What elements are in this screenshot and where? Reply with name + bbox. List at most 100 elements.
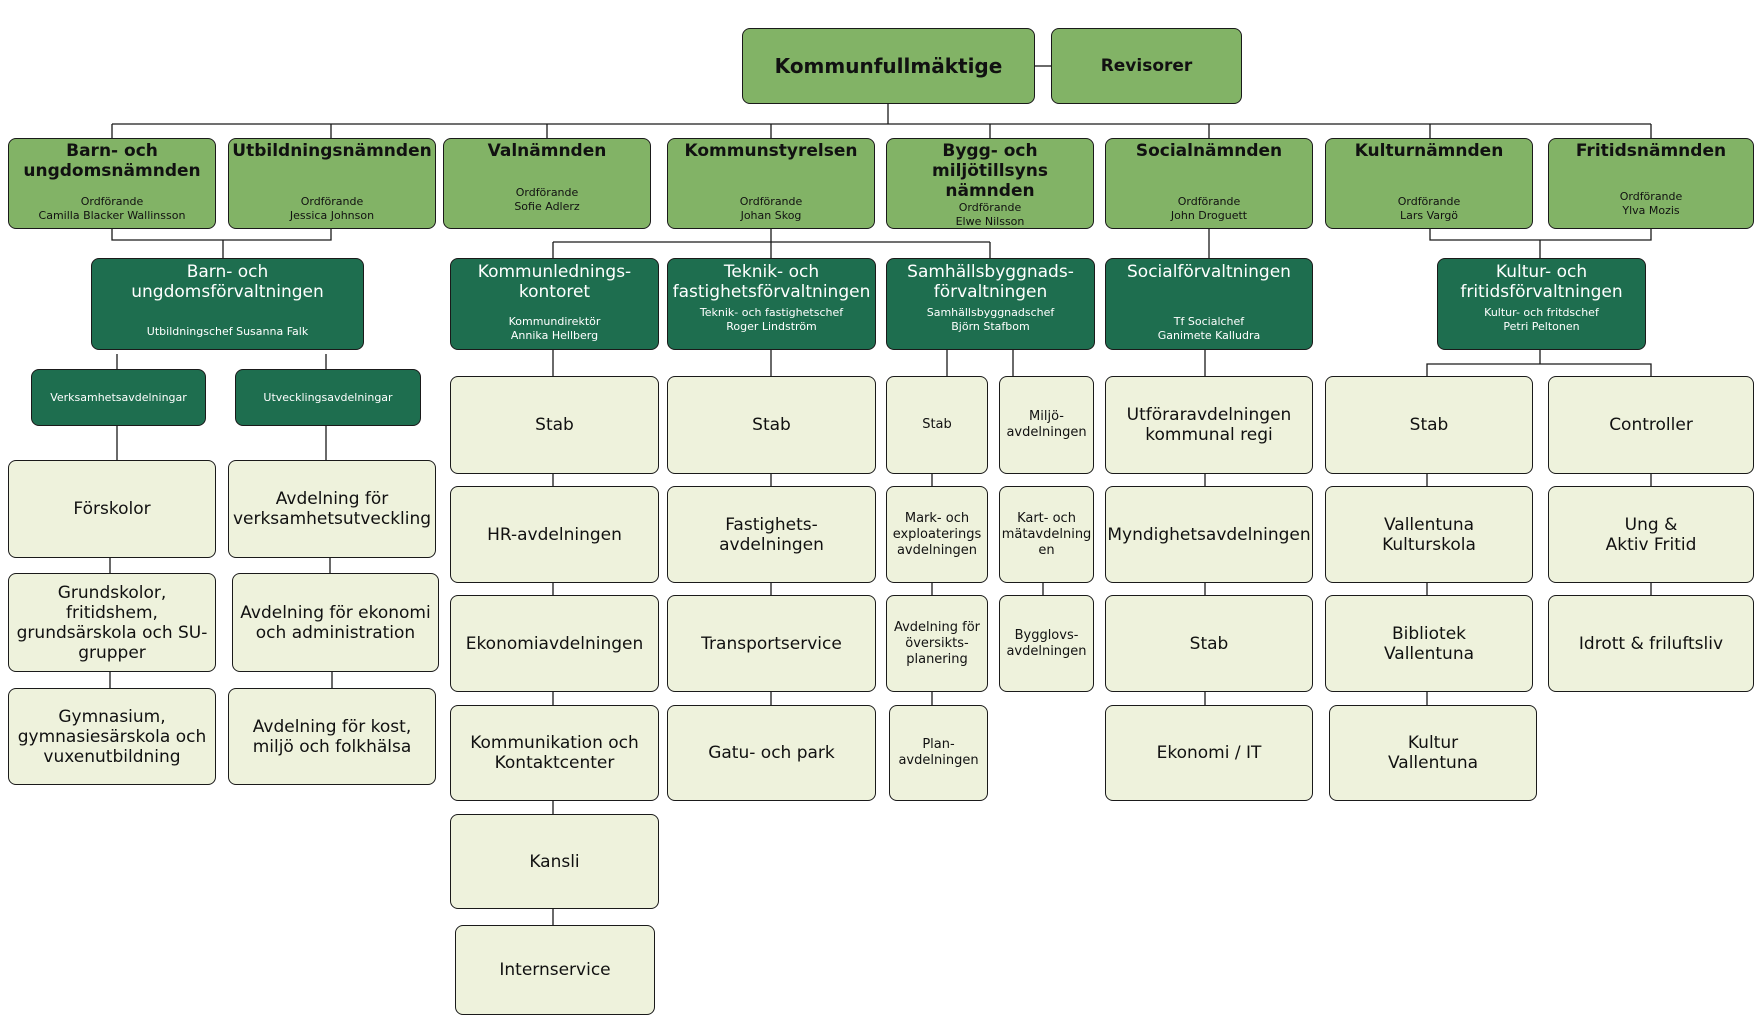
unit-label: Avdelning för kost, miljö och folkhälsa xyxy=(252,716,412,757)
unit-sof-2: Myndighetsavdelningen xyxy=(1105,486,1313,583)
admin-role: Teknik- och fastighetschef xyxy=(699,306,844,319)
admin-head: Ganimete Kalludra xyxy=(1157,329,1261,342)
board-chair: Lars Vargö xyxy=(1399,209,1459,222)
unit-label: Avdelning för översikts-planering xyxy=(893,619,981,667)
unit-utveckling-2: Avdelning för ekonomi och administration xyxy=(232,573,439,672)
admin-role: Samhällsbyggnadschef xyxy=(926,306,1055,319)
subgroup-title: Utvecklingsavdelningar xyxy=(263,390,393,404)
admin-head: Roger Lindström xyxy=(726,320,817,333)
admin-title: Kommunlednings-kontoret xyxy=(477,262,632,302)
unit-label: Kansli xyxy=(529,851,580,872)
unit-label: Kommunikation och Kontaktcenter xyxy=(470,733,639,773)
unit-label: Bibliotek Vallentuna xyxy=(1383,623,1475,664)
subgroup-title: Verksamhetsavdelningar xyxy=(50,390,187,404)
unit-label: Gymnasium, gymnasiesärskola och vuxenutb… xyxy=(17,706,207,767)
admin-head: Annika Hellberg xyxy=(510,329,599,342)
board-bygg: Bygg- och miljötillsyns nämnden Ordföran… xyxy=(886,138,1094,229)
admin-head: Petri Peltonen xyxy=(1503,320,1580,333)
unit-tf-3: Transportservice xyxy=(667,595,876,692)
board-role: Ordförande xyxy=(80,195,144,208)
unit-label: Utföraravdelningen kommunal regi xyxy=(1126,405,1292,445)
unit-label: Myndighetsavdelningen xyxy=(1107,524,1311,545)
admin-kff: Kultur- och fritidsförvaltningen Kultur-… xyxy=(1437,258,1646,350)
board-role: Ordförande xyxy=(300,195,364,208)
unit-tf-2: Fastighets-avdelningen xyxy=(667,486,876,583)
unit-label: Mark- och exploaterings avdelningen xyxy=(892,510,982,558)
board-role: Ordförande xyxy=(739,195,803,208)
unit-sof-4: Ekonomi / IT xyxy=(1105,705,1313,801)
unit-verksamhet-1: Förskolor xyxy=(8,460,216,558)
admin-head: Utbildningschef Susanna Falk xyxy=(146,325,309,338)
unit-label: HR-avdelningen xyxy=(487,524,622,545)
admin-head: Björn Stafbom xyxy=(951,320,1030,333)
unit-klk-4: Kommunikation och Kontaktcenter xyxy=(450,705,659,801)
admin-role: Tf Socialchef xyxy=(1173,315,1245,328)
unit-label: Stab xyxy=(752,415,791,435)
board-title: Socialnämnden xyxy=(1135,141,1283,161)
admin-role: Kommundirektör xyxy=(508,315,601,328)
board-role: Ordförande xyxy=(515,186,579,199)
unit-verksamhet-2: Grundskolor, fritidshem, grundsärskola o… xyxy=(8,573,216,672)
unit-label: Gatu- och park xyxy=(708,743,835,763)
board-chair: Johan Skog xyxy=(740,209,802,222)
unit-klk-2: HR-avdelningen xyxy=(450,486,659,583)
board-chair: Jessica Johnson xyxy=(289,209,375,222)
unit-kff-a-3: Bibliotek Vallentuna xyxy=(1325,595,1533,692)
unit-kff-b-1: Controller xyxy=(1548,376,1754,474)
board-title: Barn- och ungdomsnämnden xyxy=(23,141,201,181)
board-role: Ordförande xyxy=(1397,195,1461,208)
subgroup-utveckling: Utvecklingsavdelningar xyxy=(235,369,421,426)
unit-label: Avdelning för ekonomi och administration xyxy=(240,602,431,643)
unit-label: Controller xyxy=(1609,415,1693,435)
unit-sbf-a-2: Mark- och exploaterings avdelningen xyxy=(886,486,988,583)
unit-label: Grundskolor, fritidshem, grundsärskola o… xyxy=(16,582,208,663)
admin-title: Teknik- och fastighetsförvaltningen xyxy=(672,262,871,302)
council-title: Kommunfullmäktige xyxy=(774,54,1003,78)
unit-sbf-a-1: Stab xyxy=(886,376,988,474)
subgroup-verksamhet: Verksamhetsavdelningar xyxy=(31,369,206,426)
unit-label: Stab xyxy=(922,417,952,432)
unit-label: Plan-avdelningen xyxy=(898,737,979,768)
unit-label: Ekonomiavdelningen xyxy=(465,633,644,654)
unit-tf-1: Stab xyxy=(667,376,876,474)
board-title: Utbildningsnämnden xyxy=(232,141,432,161)
unit-label: Kultur Vallentuna xyxy=(1387,733,1479,773)
board-chair: Ylva Mozis xyxy=(1622,204,1680,217)
unit-label: Bygglovs-avdelningen xyxy=(1006,627,1087,659)
board-chair: Camilla Blacker Wallinsson xyxy=(38,209,186,222)
unit-kff-b-2: Ung & Aktiv Fritid xyxy=(1548,486,1754,583)
unit-label: Ekonomi / IT xyxy=(1156,743,1262,763)
unit-klk-3: Ekonomiavdelningen xyxy=(450,595,659,692)
unit-kff-a-2: Vallentuna Kulturskola xyxy=(1325,486,1533,583)
unit-label: Idrott & friluftsliv xyxy=(1578,633,1724,654)
admin-tf: Teknik- och fastighetsförvaltningen Tekn… xyxy=(667,258,876,350)
unit-sbf-a-4: Plan-avdelningen xyxy=(889,705,988,801)
unit-sbf-b-1: Miljö-avdelningen xyxy=(999,376,1094,474)
auditors-title: Revisorer xyxy=(1100,55,1193,76)
unit-klk-6: Internservice xyxy=(455,925,655,1015)
unit-klk-5: Kansli xyxy=(450,814,659,909)
unit-kff-b-3: Idrott & friluftsliv xyxy=(1548,595,1754,692)
unit-label: Avdelning för verksamhetsutveckling xyxy=(232,489,432,529)
admin-sbf: Samhällsbyggnads-förvaltningen Samhällsb… xyxy=(886,258,1095,350)
board-title: Kommunstyrelsen xyxy=(684,141,858,161)
council-box: Kommunfullmäktige xyxy=(742,28,1035,104)
auditors-box: Revisorer xyxy=(1051,28,1242,104)
admin-buf: Barn- och ungdomsförvaltningen Utbildnin… xyxy=(91,258,364,350)
unit-label: Stab xyxy=(1409,415,1449,435)
admin-title: Kultur- och fritidsförvaltningen xyxy=(1460,262,1623,302)
board-title: Fritidsnämnden xyxy=(1575,141,1727,161)
unit-sbf-b-2: Kart- och mätavdelning en xyxy=(999,486,1094,583)
unit-label: Transportservice xyxy=(701,633,842,654)
admin-role: Kultur- och fritdschef xyxy=(1484,306,1599,319)
unit-label: Miljö-avdelningen xyxy=(1006,409,1087,440)
unit-label: Internservice xyxy=(499,960,611,980)
unit-sbf-a-3: Avdelning för översikts-planering xyxy=(886,595,988,692)
unit-verksamhet-3: Gymnasium, gymnasiesärskola och vuxenutb… xyxy=(8,688,216,785)
